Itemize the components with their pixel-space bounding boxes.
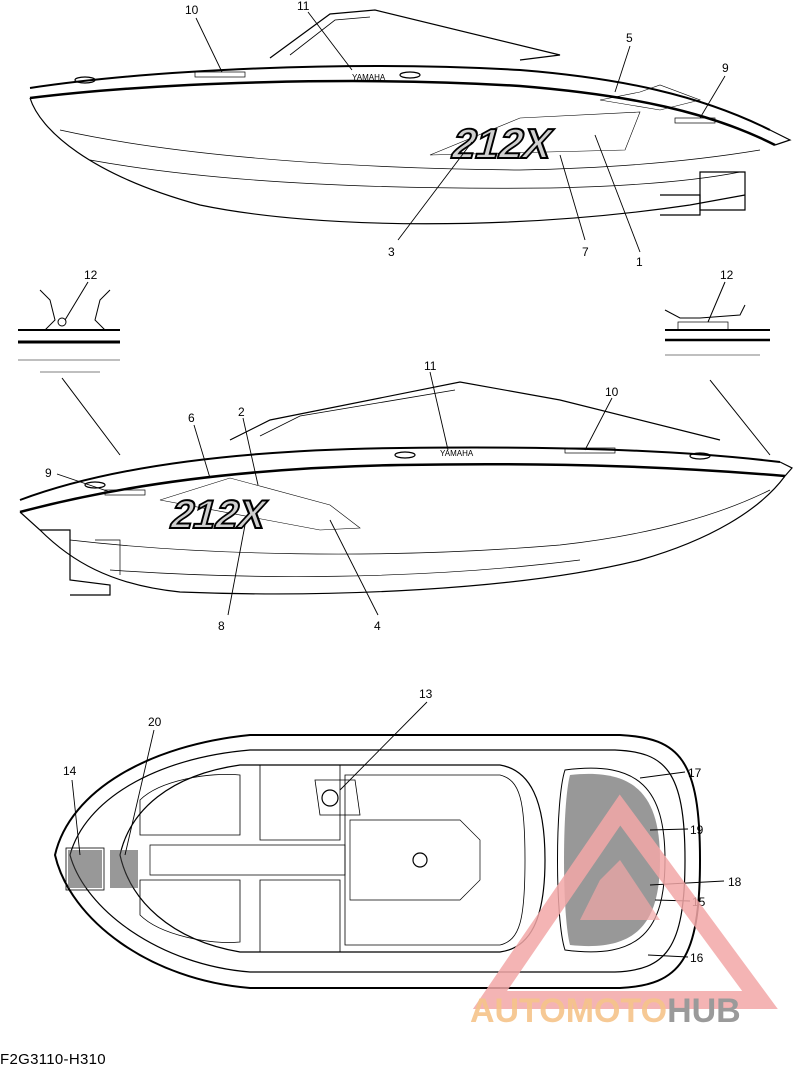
callout-6: 6	[188, 411, 195, 425]
brand-decal-bottom-text: YAMAHA	[440, 449, 474, 458]
callout-14: 14	[63, 764, 77, 778]
diagram-code: F2G3110-H310	[0, 1051, 106, 1068]
decal-strip-10-top	[194, 71, 246, 78]
callout-3: 3	[388, 245, 395, 259]
callout-11-middle: 11	[424, 359, 437, 373]
callout-13: 13	[419, 687, 433, 701]
callout-9-top: 9	[722, 61, 729, 75]
watermark-logo: AUTOMOTOHUB	[470, 794, 778, 1030]
leader-lines-top	[195, 11, 726, 253]
deck-plan-view	[53, 734, 702, 989]
decal-strip-10-bottom	[564, 447, 616, 454]
svg-text:AUTOMOTOHUB: AUTOMOTOHUB	[470, 992, 741, 1030]
callout-20: 20	[148, 715, 162, 729]
decal-strip-9-bottom	[104, 489, 146, 496]
watermark-text-main: AUTOMOTO	[470, 992, 667, 1030]
starboard-side-view	[29, 9, 792, 225]
callout-labels: 10 11 5 9 3 7 1 12 12 11 10 6 2 9 8 4 13…	[45, 0, 742, 965]
callout-19: 19	[690, 823, 704, 837]
model-decal-top-text: 212X	[447, 121, 558, 168]
decal-strip-9-top	[674, 117, 716, 124]
callout-16: 16	[690, 951, 704, 965]
callout-11-top: 11	[297, 0, 310, 13]
swim-mat-20	[110, 850, 138, 888]
deck-mats	[68, 773, 660, 947]
detail-inset-right	[664, 281, 771, 456]
brand-decal-top-text: YAMAHA	[352, 73, 386, 82]
model-decal-bottom: 212X YAMAHA	[104, 447, 616, 538]
callout-10-top: 10	[185, 3, 199, 17]
stern-mat-14	[68, 850, 102, 888]
callout-7: 7	[582, 245, 589, 259]
model-decal-top: 212X YAMAHA	[194, 71, 716, 169]
detail-inset-left	[18, 281, 121, 456]
leader-lines-middle	[56, 371, 613, 616]
callout-5: 5	[626, 31, 633, 45]
watermark-triangle	[472, 794, 778, 1009]
callout-10-middle: 10	[605, 385, 619, 399]
callout-9-middle: 9	[45, 466, 52, 480]
callout-8: 8	[218, 619, 225, 633]
callout-12-left: 12	[84, 268, 98, 282]
port-side-view	[19, 381, 793, 596]
callout-2: 2	[238, 405, 245, 419]
model-decal-bottom-text: 212X	[166, 492, 272, 537]
callout-18: 18	[728, 875, 742, 889]
callout-12-right: 12	[720, 268, 734, 282]
watermark-text-hub: HUB	[667, 992, 741, 1030]
callout-4: 4	[374, 619, 381, 633]
callout-17: 17	[688, 766, 702, 780]
leader-lines-bottom	[71, 701, 725, 958]
callout-1: 1	[636, 255, 643, 269]
